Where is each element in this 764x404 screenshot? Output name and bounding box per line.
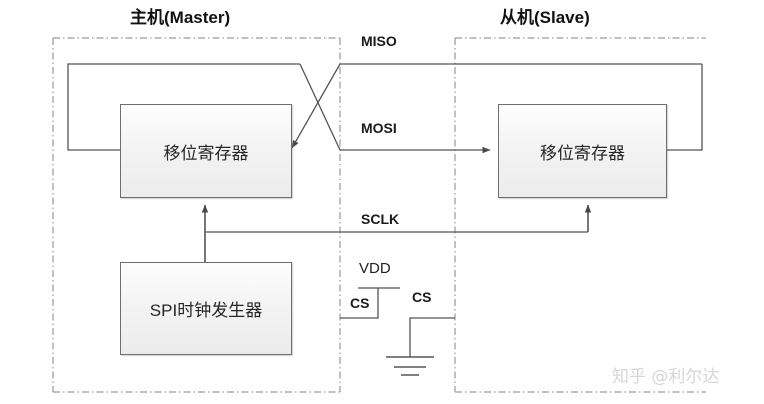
slave-region-title: 从机(Slave): [500, 8, 590, 27]
spi-clock-generator-block: SPI时钟发生器: [120, 262, 292, 355]
slave-shift-register-block: 移位寄存器: [498, 104, 667, 198]
mosi-signal-label: MOSI: [361, 120, 397, 136]
cs-slave-wire: [409, 317, 455, 357]
master-region-title: 主机(Master): [130, 8, 231, 27]
watermark: 知乎 @利尔达: [612, 367, 720, 387]
cs-slave-label: CS: [412, 289, 432, 305]
cs-master-label: CS: [350, 295, 370, 311]
ground-symbol: [386, 356, 434, 376]
vdd-label: VDD: [359, 260, 391, 277]
miso-crossover-wire: [291, 63, 341, 149]
master-feedback-wire: [67, 63, 300, 151]
mosi-crossover-wire: [299, 63, 341, 151]
slave-feedback-wire: [665, 64, 703, 151]
slave-boundary: [454, 37, 706, 393]
miso-signal-label: MISO: [361, 33, 397, 49]
master-shift-register-block: 移位寄存器: [120, 104, 292, 198]
sclk-signal-label: SCLK: [361, 211, 400, 227]
master-boundary: [52, 37, 341, 393]
cs-master-wire: [340, 287, 400, 319]
